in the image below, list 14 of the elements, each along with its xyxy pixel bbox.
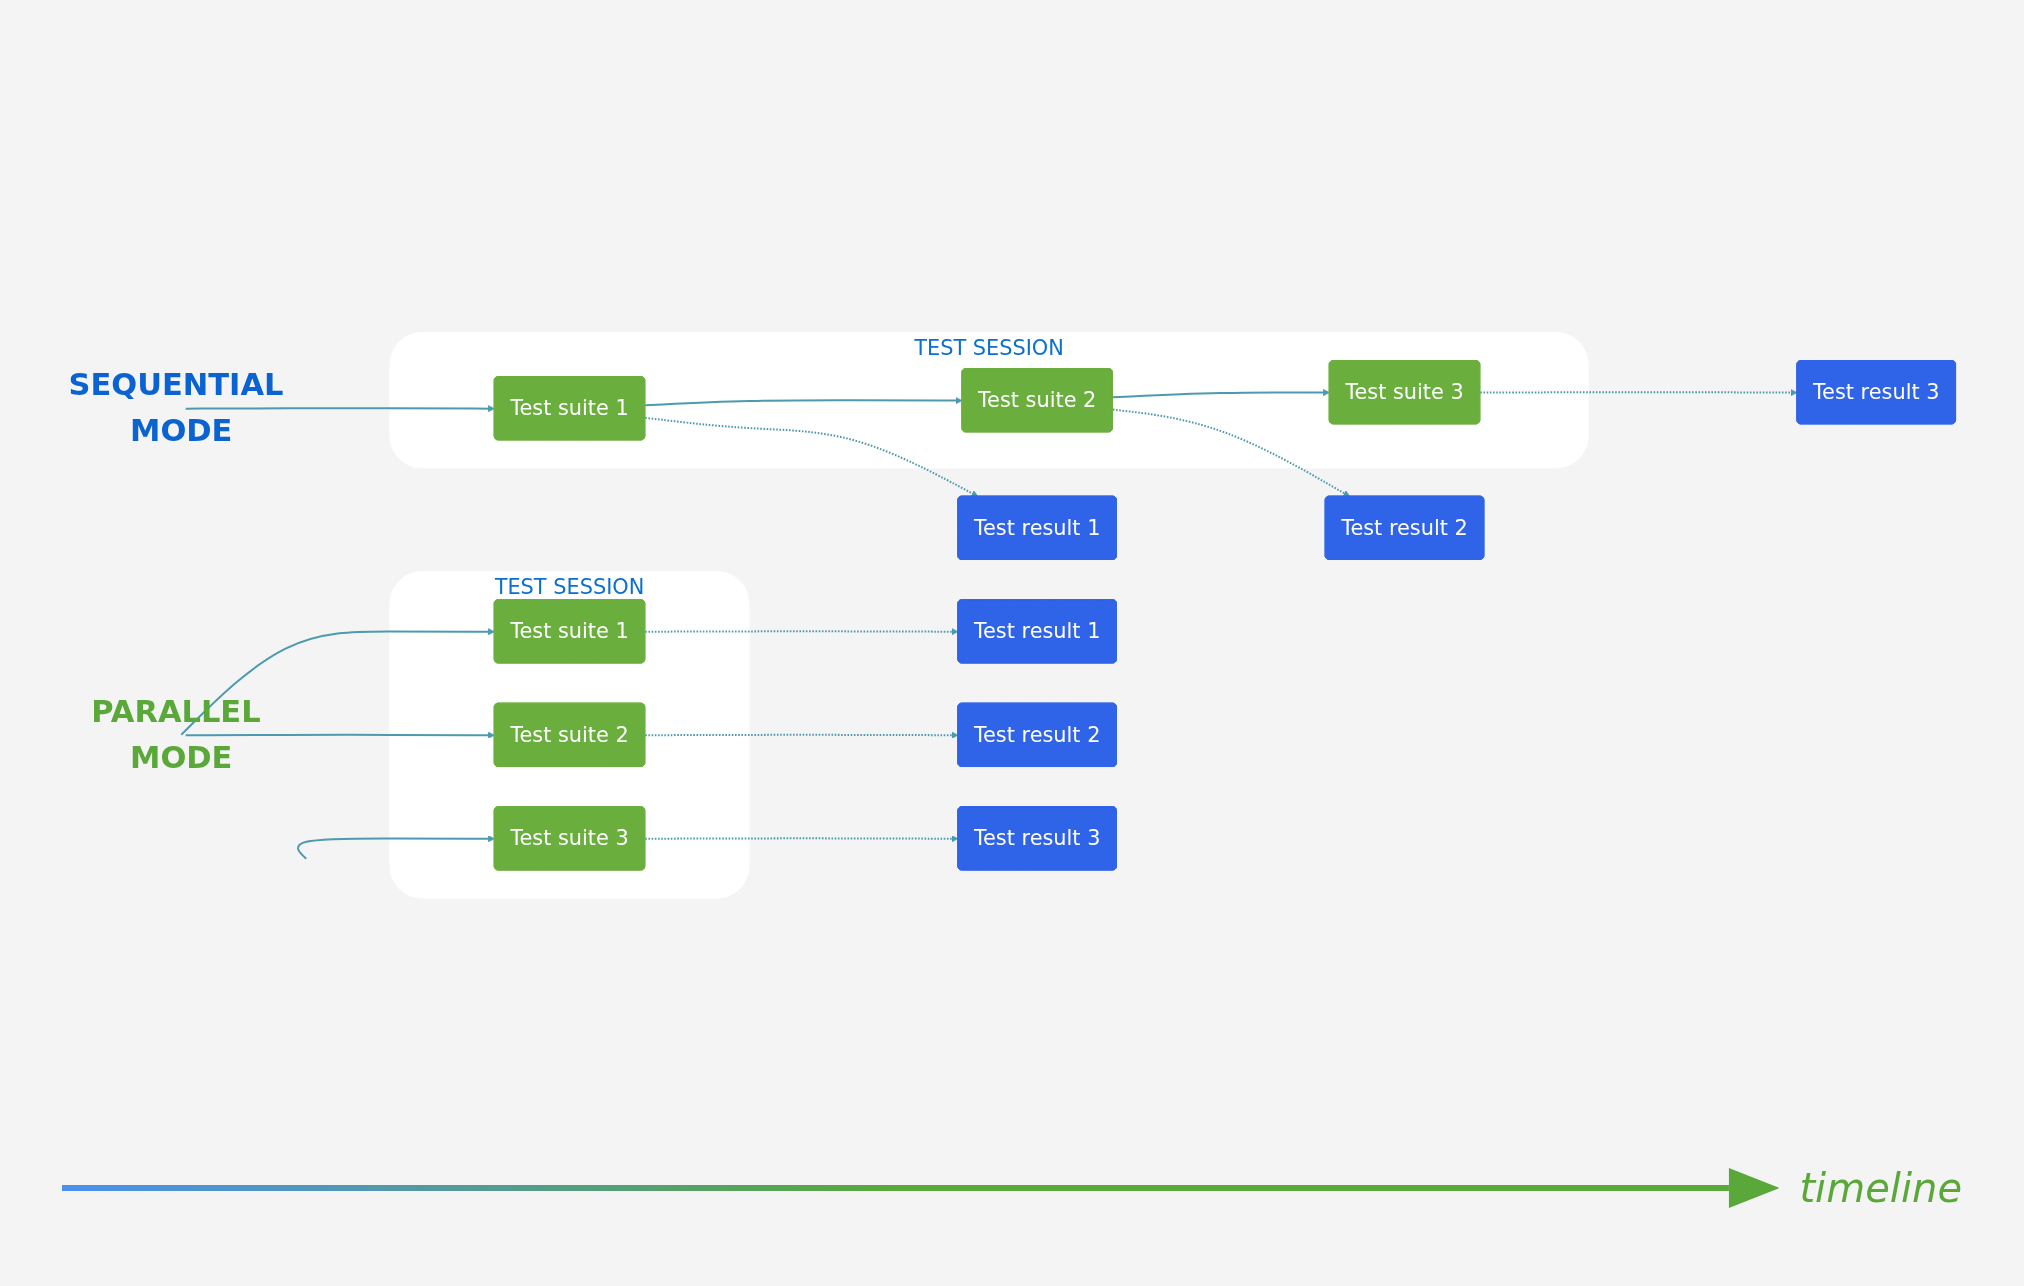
arrow [645, 416, 979, 497]
arrow [645, 731, 959, 739]
arrow [1112, 388, 1330, 399]
timeline-label: timeline [1799, 1165, 1962, 1211]
arrow [645, 396, 963, 406]
arrow [297, 834, 495, 860]
node-text: SEQUENTIAL MODE [68, 367, 284, 449]
arrow [645, 627, 959, 635]
arrow [180, 627, 495, 736]
arrow [1112, 408, 1351, 497]
arrow [1480, 388, 1798, 396]
arrow [645, 834, 959, 842]
arrow [185, 731, 495, 739]
arrow [185, 404, 495, 412]
